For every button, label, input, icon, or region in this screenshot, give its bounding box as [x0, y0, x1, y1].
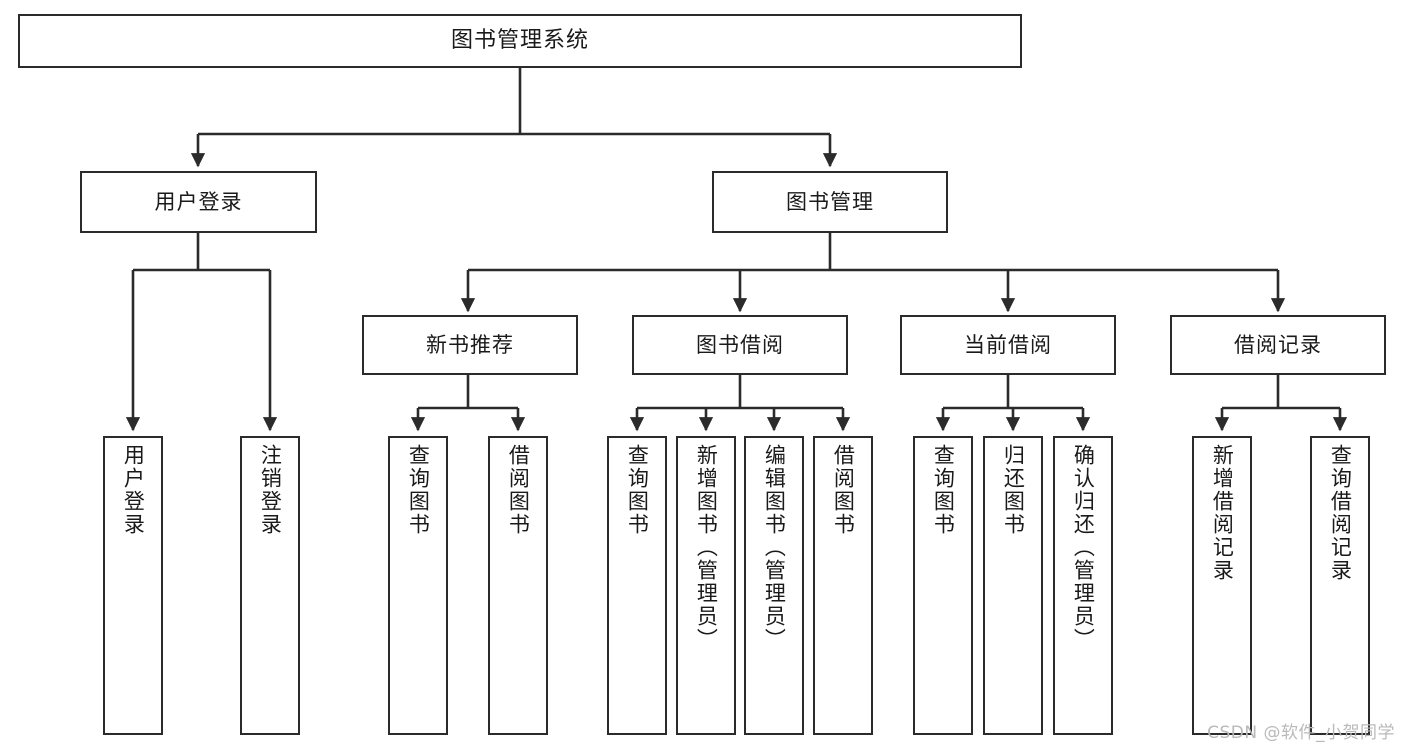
node-leaf-return-book[interactable]: 归还图书 — [983, 436, 1043, 735]
node-leaf-return-book-label: 归还图书 — [1001, 444, 1026, 536]
node-leaf-confirm-return-label: 确认归还（管理员） — [1071, 444, 1096, 651]
node-leaf-borrow-book-1-label: 借阅图书 — [506, 444, 531, 536]
node-user-login[interactable]: 用户登录 — [80, 171, 317, 233]
node-leaf-query-book-1[interactable]: 查询图书 — [388, 436, 448, 735]
node-leaf-user-login-label: 用户登录 — [121, 444, 146, 536]
node-leaf-add-book-label: 新增图书（管理员） — [694, 444, 719, 651]
node-leaf-edit-book[interactable]: 编辑图书（管理员） — [744, 436, 804, 735]
node-leaf-borrow-book-1[interactable]: 借阅图书 — [488, 436, 548, 735]
node-leaf-edit-book-label: 编辑图书（管理员） — [762, 444, 787, 651]
node-leaf-query-book-2[interactable]: 查询图书 — [607, 436, 667, 735]
node-current-borrow[interactable]: 当前借阅 — [900, 315, 1116, 375]
node-leaf-query-book-3[interactable]: 查询图书 — [913, 436, 973, 735]
node-leaf-add-book[interactable]: 新增图书（管理员） — [676, 436, 736, 735]
node-book-manage-label: 图书管理 — [786, 189, 874, 214]
node-leaf-user-login[interactable]: 用户登录 — [103, 436, 163, 735]
node-root[interactable]: 图书管理系统 — [18, 14, 1022, 68]
node-new-book-recommend[interactable]: 新书推荐 — [362, 315, 578, 375]
node-book-borrow[interactable]: 图书借阅 — [632, 315, 848, 375]
node-borrow-record[interactable]: 借阅记录 — [1170, 315, 1386, 375]
node-book-manage[interactable]: 图书管理 — [712, 171, 948, 233]
node-borrow-record-label: 借阅记录 — [1234, 332, 1322, 357]
node-leaf-add-record[interactable]: 新增借阅记录 — [1192, 436, 1252, 735]
node-leaf-query-book-1-label: 查询图书 — [406, 444, 431, 536]
node-leaf-query-record[interactable]: 查询借阅记录 — [1310, 436, 1370, 735]
node-user-login-label: 用户登录 — [154, 189, 243, 214]
node-leaf-logout[interactable]: 注销登录 — [240, 436, 300, 735]
node-leaf-borrow-book-2-label: 借阅图书 — [831, 444, 856, 536]
node-current-borrow-label: 当前借阅 — [964, 332, 1052, 357]
node-leaf-confirm-return[interactable]: 确认归还（管理员） — [1053, 436, 1113, 735]
node-leaf-query-record-label: 查询借阅记录 — [1328, 444, 1353, 582]
node-root-label: 图书管理系统 — [450, 28, 589, 54]
node-leaf-borrow-book-2[interactable]: 借阅图书 — [813, 436, 873, 735]
node-leaf-query-book-3-label: 查询图书 — [931, 444, 956, 536]
node-book-borrow-label: 图书借阅 — [696, 332, 784, 357]
node-leaf-logout-label: 注销登录 — [258, 444, 283, 536]
node-new-book-recommend-label: 新书推荐 — [426, 332, 514, 357]
node-leaf-add-record-label: 新增借阅记录 — [1210, 444, 1235, 582]
node-leaf-query-book-2-label: 查询图书 — [625, 444, 650, 536]
